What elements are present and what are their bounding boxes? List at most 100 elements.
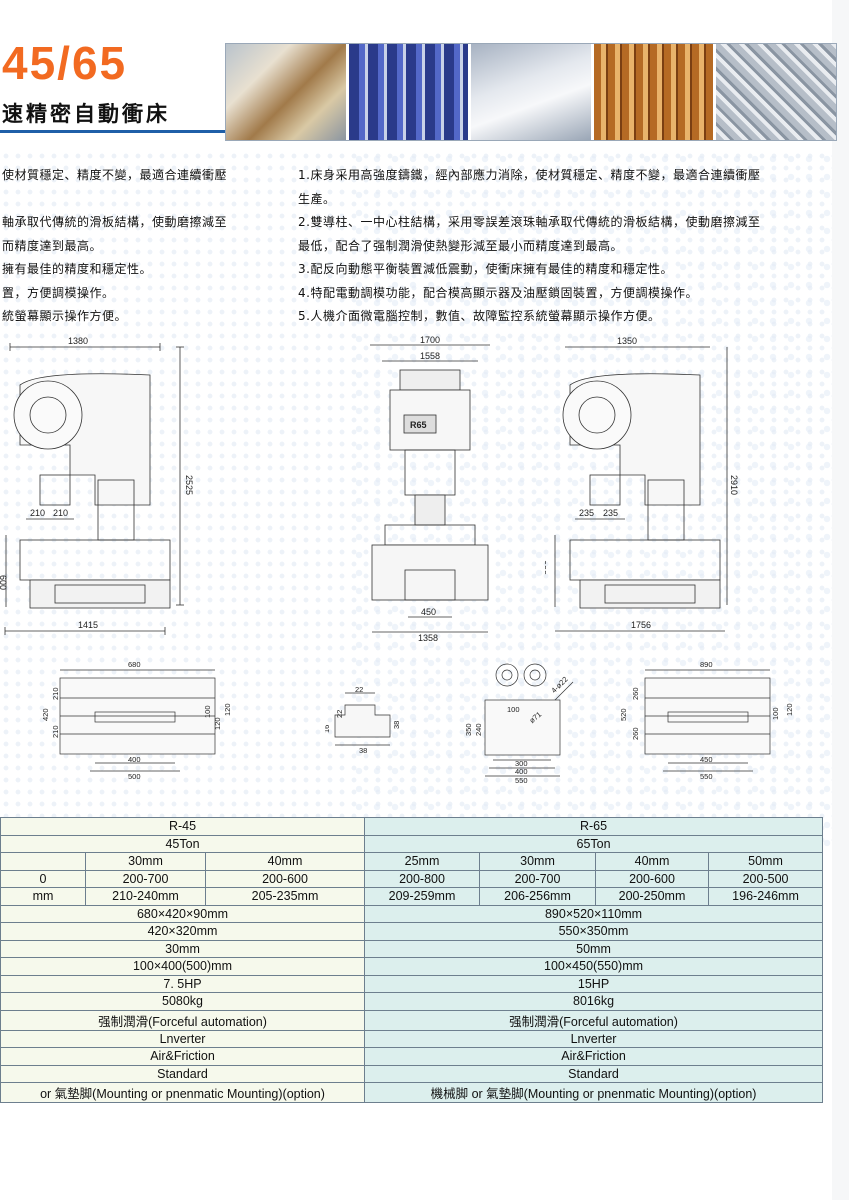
- dim-hole-a: 450: [700, 755, 713, 764]
- product-photo-strip: [226, 44, 836, 140]
- dim-left: 16: [325, 725, 331, 733]
- feature-line: 而精度達到最高。: [2, 238, 103, 253]
- dim-bottom: 38: [359, 746, 367, 755]
- spec-cell-r65: 550×350mm: [364, 922, 824, 941]
- spec-cell-r65: 65Ton: [364, 834, 824, 853]
- spec-cell-r65: 25mm: [364, 852, 481, 871]
- badge-bolt-holes: 4-ø22: [549, 675, 569, 695]
- press-front-view-r65: 1700 1558 R65 450 1358: [370, 335, 490, 643]
- dim-width: 890: [700, 660, 713, 669]
- feature-line: 統螢幕顯示操作方便。: [2, 309, 128, 323]
- spec-cell-r65: 機械脚 or 氣墊脚(Mounting or pnenmatic Mountin…: [364, 1082, 824, 1103]
- dim-bottom-width: 1756: [631, 620, 651, 630]
- spec-cell-r45: [0, 852, 86, 871]
- feature-list-left: 使材質穩定、精度不變，最適合連續衝壓 軸承取代傳統的滑板結構，使動磨擦減至 而精…: [2, 164, 282, 329]
- spec-cell-r45: R-45: [0, 817, 366, 836]
- dim-slot-a: 100: [771, 707, 780, 720]
- dim-slot-a: 100: [203, 705, 212, 718]
- feature-item-1: 1.床身采用高強度鑄鐵，經內部應力消除，使材質穩定、精度不變，最適合連續衝壓: [298, 168, 761, 182]
- dim-d-a: 100: [507, 705, 520, 714]
- spec-cell-r65: 200-700: [479, 869, 597, 888]
- spec-cell-r65: 8016kg: [364, 992, 824, 1011]
- dim-h-b: 240: [474, 723, 483, 736]
- dim-w-a: 300: [515, 759, 528, 768]
- spec-cell-r45: 420×320mm: [0, 922, 366, 941]
- dim-height: 2525: [184, 475, 194, 495]
- spec-cell-r65: 200-500: [708, 869, 824, 888]
- spec-cell-r65: 200-250mm: [595, 887, 710, 906]
- feature-line: 置，方便調模操作。: [2, 285, 115, 300]
- dim-base-width: 1358: [418, 633, 438, 643]
- feature-line: 擁有最佳的精度和穩定性。: [2, 262, 153, 276]
- photo-terminals: [716, 44, 836, 140]
- spec-row: or 氣墊脚(Mounting or pnenmatic Mounting)(o…: [0, 1082, 824, 1103]
- photo-metal-parts: [471, 44, 591, 140]
- title-underline: [0, 130, 226, 133]
- spec-cell-r65: R-65: [364, 817, 824, 836]
- dim-mid: 22: [335, 710, 344, 718]
- spec-cell-r65: 40mm: [595, 852, 710, 871]
- photo-stamped-strip: [226, 44, 346, 140]
- dim-h-a: 210: [51, 687, 60, 700]
- dim-base-gap: 450: [421, 607, 436, 617]
- dim-inner-width: 1558: [420, 351, 440, 361]
- dim-top-width: 1380: [68, 336, 88, 346]
- spec-cell-r45: 强制潤滑(Forceful automation): [0, 1009, 366, 1031]
- dim-bottom-width: 1415: [78, 620, 98, 630]
- photo-copper-reel: [593, 44, 714, 140]
- spec-cell-r65: 15HP: [364, 974, 824, 993]
- spec-cell-r45: Standard: [0, 1064, 366, 1083]
- press-side-view-r65-right: 1350 2910 235 235 880 1756: [545, 336, 739, 632]
- page-edge: [832, 0, 849, 1200]
- feature-list-right: 1.床身采用高強度鑄鐵，經內部應力消除，使材質穩定、精度不變，最適合連續衝壓 生…: [298, 164, 818, 329]
- subtitle: 速精密自動衝床: [2, 102, 170, 126]
- dim-slot-b: 120: [785, 703, 794, 716]
- spec-row: 强制潤滑(Forceful automation)强制潤滑(Forceful a…: [0, 1009, 824, 1031]
- spec-cell-r65: 890×520×110mm: [364, 904, 824, 923]
- spec-cell-r65: 强制潤滑(Forceful automation): [364, 1009, 824, 1031]
- spec-cell-r65: 206-256mm: [479, 887, 597, 906]
- dim-width: 680: [128, 660, 141, 669]
- dim-height: 2910: [729, 475, 739, 495]
- spec-cell-r65: 200-600: [595, 869, 710, 888]
- photo-leadframe: [348, 44, 469, 140]
- photo-strip-frame: [225, 43, 837, 141]
- spec-cell-r45: 200-600: [204, 869, 366, 888]
- dim-hole-a: 400: [128, 755, 141, 764]
- spec-cell-r45: 0: [0, 869, 86, 888]
- dim-col-b: 235: [603, 508, 618, 518]
- spec-cell-r65: 50mm: [364, 939, 824, 958]
- spec-cell-r65: 50mm: [708, 852, 824, 871]
- slide-bottom-drawing: 4-ø22 100 ø71 350 240 300 400 550: [464, 663, 574, 785]
- dim-col-b: 210: [53, 508, 68, 518]
- dim-right: 38: [392, 721, 401, 729]
- dim-h-a: 260: [631, 687, 640, 700]
- model-title: 45/65: [2, 37, 128, 89]
- dim-h-total: 420: [41, 708, 50, 721]
- dim-angle: 120: [213, 717, 222, 730]
- spec-cell-r45: 100×400(500)mm: [0, 957, 366, 976]
- bolster-drawing-r65: 890 520 260 260 100 120 450 550: [620, 660, 794, 781]
- feature-line: [2, 188, 282, 212]
- spec-cell-r45: 210-240mm: [85, 887, 206, 906]
- feature-item-5: 5.人機介面微電腦控制，數值、故障監控系統螢幕顯示操作方便。: [298, 309, 661, 323]
- spec-cell-r45: 40mm: [204, 852, 366, 871]
- spec-cell-r65: Lnverter: [364, 1029, 824, 1048]
- dim-hole-b: 550: [700, 772, 713, 781]
- spec-cell-r65: Air&Friction: [364, 1047, 824, 1066]
- spec-cell-r45: 7. 5HP: [0, 974, 366, 993]
- feature-item-4: 4.特配電動調模功能，配合模高顯示器及油壓鎖固裝置，方便調模操作。: [298, 285, 698, 300]
- dim-h-b: 210: [51, 725, 60, 738]
- spec-cell-r65: 209-259mm: [364, 887, 481, 906]
- spec-cell-r45: 200-700: [85, 869, 206, 888]
- spec-cell-r65: Standard: [364, 1064, 824, 1083]
- feature-line: 使材質穩定、精度不變，最適合連續衝壓: [2, 168, 228, 182]
